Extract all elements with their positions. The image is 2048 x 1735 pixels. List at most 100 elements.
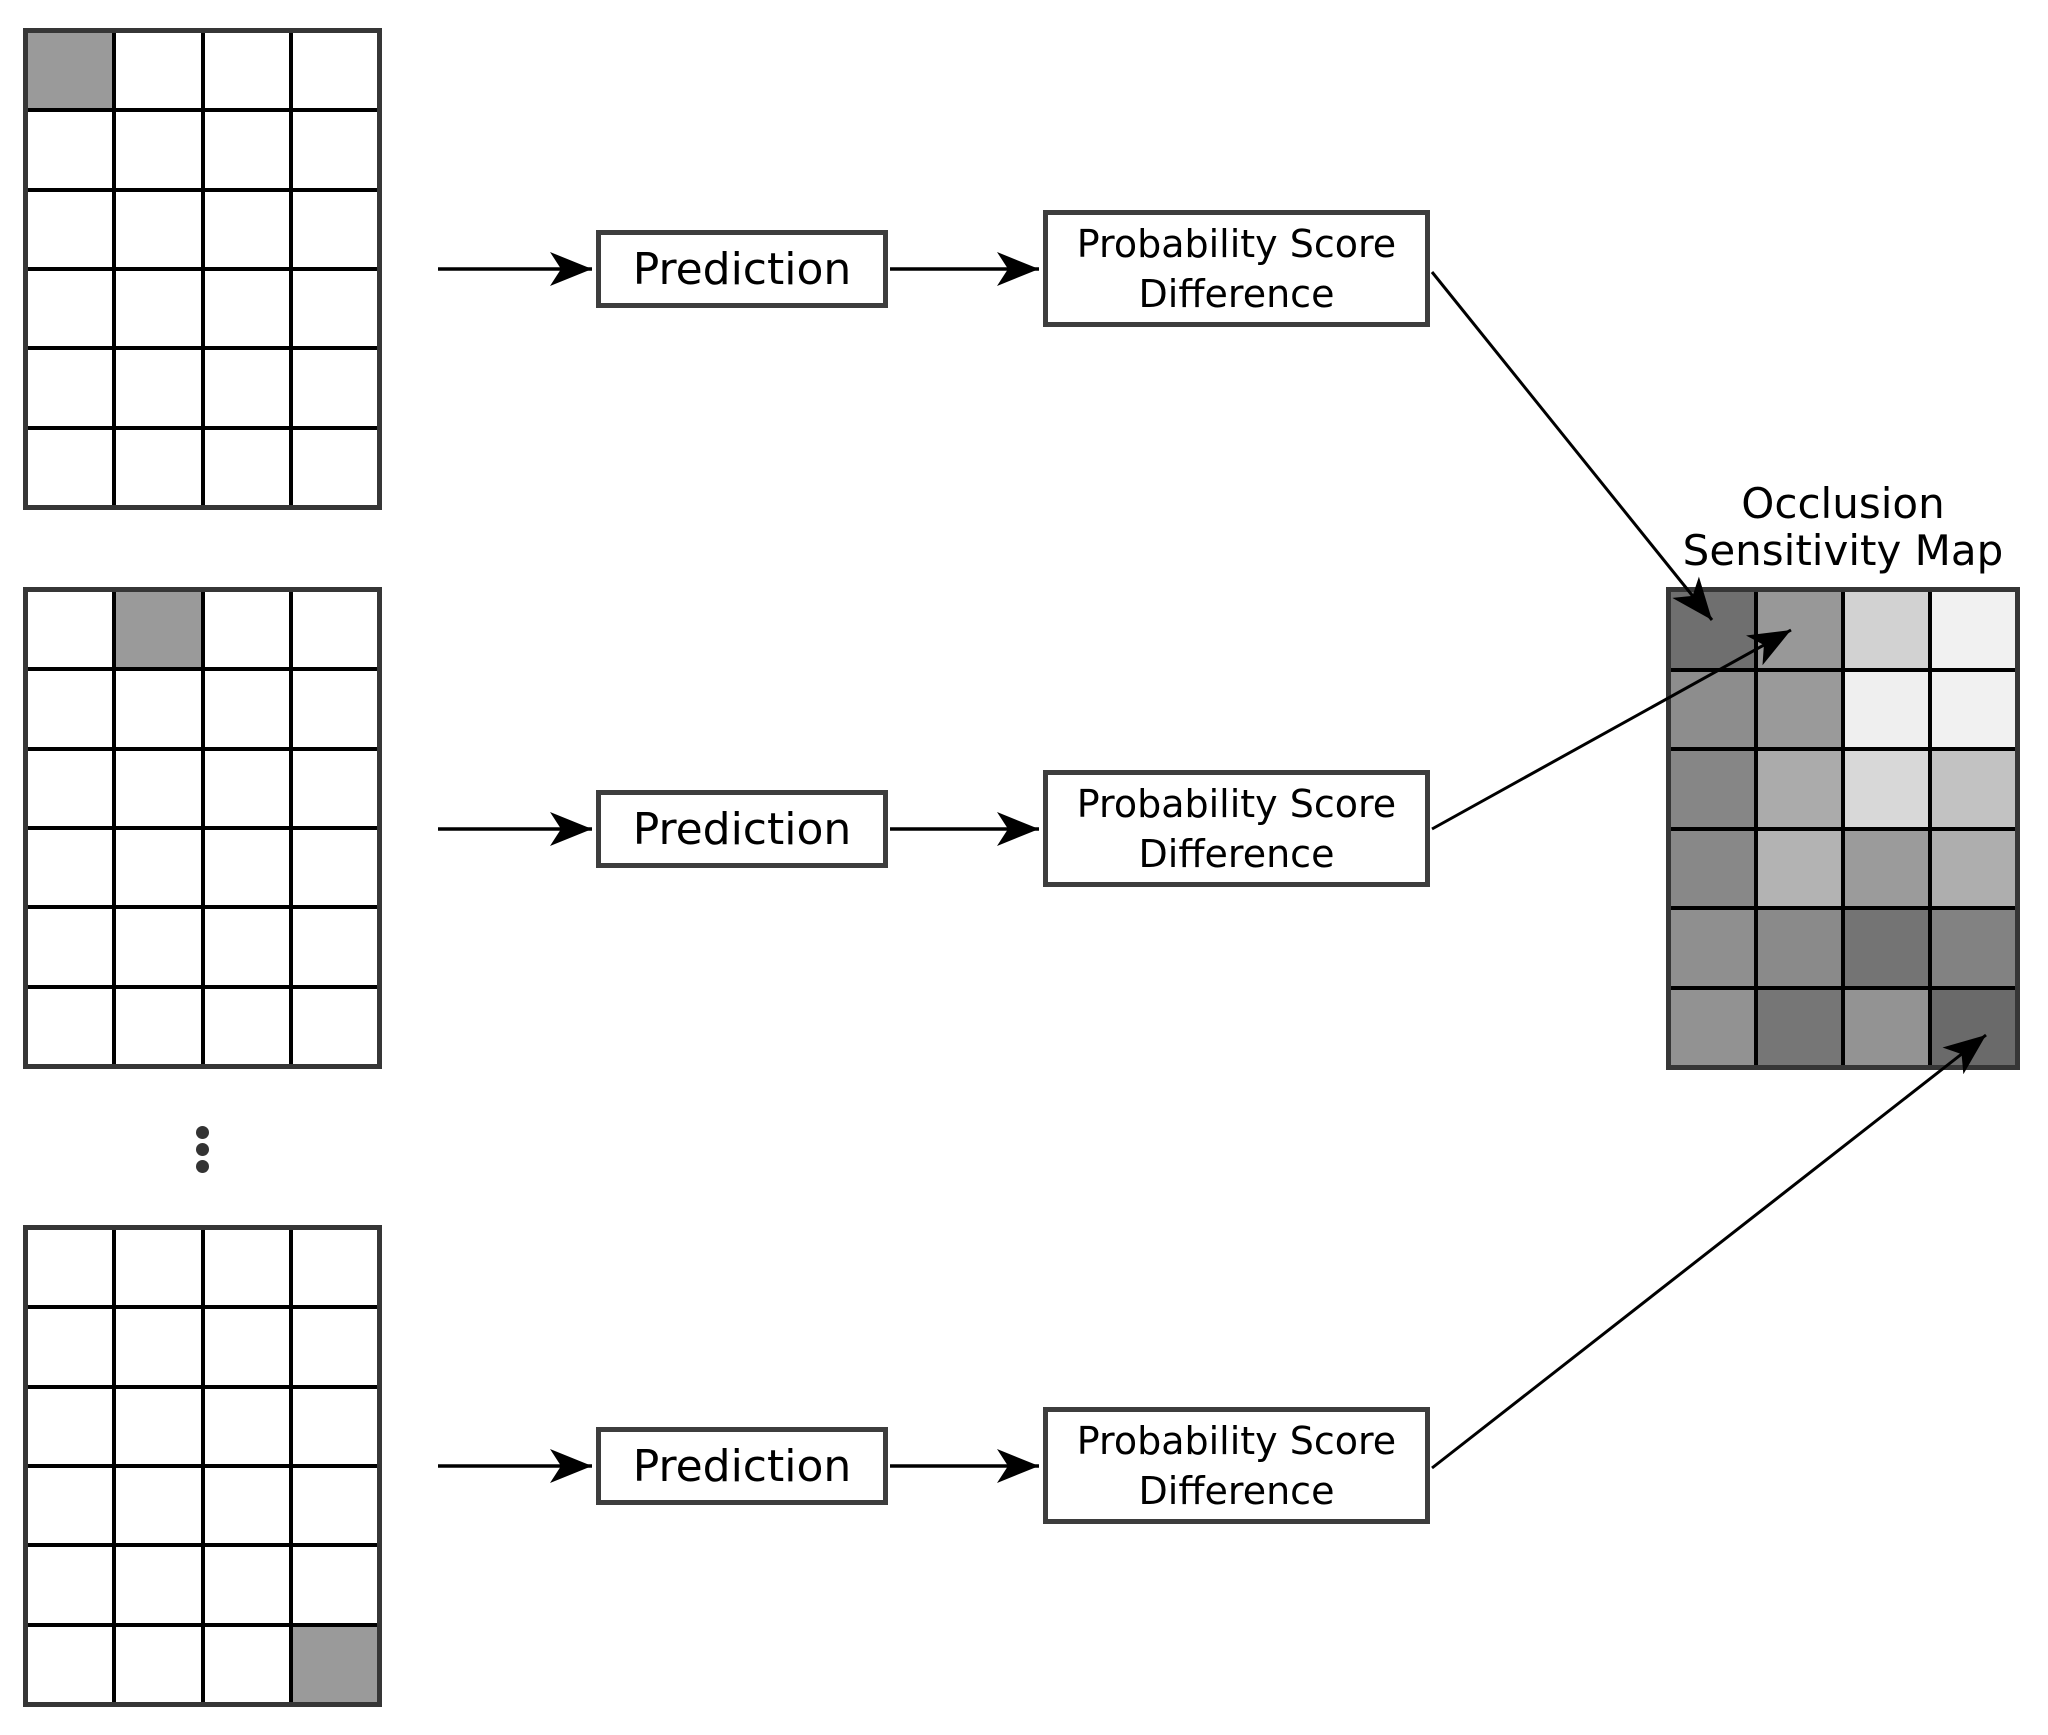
map-cell xyxy=(1671,910,1754,986)
occluded-input-grid-2 xyxy=(23,587,382,1069)
psd-label-line2: Difference xyxy=(1138,831,1335,876)
input-cell xyxy=(116,1547,201,1623)
input-cell xyxy=(116,1626,201,1702)
occluded-input-grid-1 xyxy=(23,28,382,510)
input-cell xyxy=(292,112,377,188)
map-cell xyxy=(1932,751,2015,827)
input-cell xyxy=(28,350,113,426)
input-cell xyxy=(28,988,113,1064)
map-cell xyxy=(1845,910,1928,986)
map-cell xyxy=(1932,989,2015,1065)
input-cell xyxy=(204,191,289,267)
map-cell xyxy=(1758,592,1841,668)
input-cell xyxy=(116,909,201,985)
input-cell xyxy=(204,112,289,188)
input-cell xyxy=(204,1388,289,1464)
map-cell xyxy=(1845,751,1928,827)
map-cell xyxy=(1845,989,1928,1065)
input-cell xyxy=(204,33,289,109)
occlusion-sensitivity-map xyxy=(1666,587,2020,1070)
occluded-patch-cell xyxy=(292,1626,377,1702)
input-cell xyxy=(28,112,113,188)
input-cell xyxy=(204,909,289,985)
prediction-box-1: Prediction xyxy=(596,230,888,308)
input-cell xyxy=(204,1468,289,1544)
input-cell xyxy=(116,112,201,188)
input-cell xyxy=(28,592,113,668)
occlusion-map-title: Occlusion Sensitivity Map xyxy=(1641,480,2045,574)
input-cell xyxy=(292,429,377,505)
input-cell xyxy=(28,1547,113,1623)
map-cell xyxy=(1671,989,1754,1065)
input-cell xyxy=(116,271,201,347)
input-cell xyxy=(28,1626,113,1702)
map-cell xyxy=(1932,830,2015,906)
input-cell xyxy=(204,988,289,1064)
probability-score-difference-box-3: Probability Score Difference xyxy=(1043,1407,1430,1524)
input-cell xyxy=(28,671,113,747)
input-cell xyxy=(292,830,377,906)
map-cell xyxy=(1932,671,2015,747)
input-cell xyxy=(28,271,113,347)
ellipsis-dot xyxy=(196,1143,209,1156)
map-cell xyxy=(1845,671,1928,747)
input-cell xyxy=(204,750,289,826)
input-cell xyxy=(204,592,289,668)
prediction-label: Prediction xyxy=(632,803,852,855)
ellipsis-dot xyxy=(196,1160,209,1173)
arrow-psd3-to-map-cell-r6c4 xyxy=(1431,1033,1987,1470)
input-cell xyxy=(292,909,377,985)
input-cell xyxy=(116,33,201,109)
input-cell xyxy=(204,830,289,906)
input-cell xyxy=(28,1309,113,1385)
input-cell xyxy=(116,830,201,906)
input-cell xyxy=(292,988,377,1064)
input-cell xyxy=(116,988,201,1064)
input-cell xyxy=(28,830,113,906)
input-cell xyxy=(292,592,377,668)
input-cell xyxy=(292,750,377,826)
occluded-patch-cell xyxy=(116,592,201,668)
input-cell xyxy=(116,1309,201,1385)
map-cell xyxy=(1758,910,1841,986)
input-cell xyxy=(116,429,201,505)
input-cell xyxy=(116,350,201,426)
occluded-input-grid-3 xyxy=(23,1225,382,1707)
prediction-box-3: Prediction xyxy=(596,1427,888,1505)
input-cell xyxy=(292,350,377,426)
map-cell xyxy=(1671,592,1754,668)
ellipsis-dot xyxy=(196,1126,209,1139)
map-cell xyxy=(1932,592,2015,668)
map-cell xyxy=(1671,671,1754,747)
input-cell xyxy=(116,1388,201,1464)
input-cell xyxy=(116,1230,201,1306)
input-cell xyxy=(204,1309,289,1385)
input-cell xyxy=(204,1230,289,1306)
input-cell xyxy=(28,909,113,985)
map-cell xyxy=(1758,751,1841,827)
map-cell xyxy=(1845,830,1928,906)
input-cell xyxy=(204,429,289,505)
psd-label-line2: Difference xyxy=(1138,1468,1335,1513)
input-cell xyxy=(116,750,201,826)
input-cell xyxy=(204,271,289,347)
input-cell xyxy=(204,1626,289,1702)
input-cell xyxy=(116,1468,201,1544)
input-cell xyxy=(292,271,377,347)
input-cell xyxy=(28,429,113,505)
input-cell xyxy=(116,671,201,747)
vertical-ellipsis xyxy=(196,1126,209,1173)
input-cell xyxy=(292,1309,377,1385)
prediction-label: Prediction xyxy=(632,1440,852,1492)
prediction-box-2: Prediction xyxy=(596,790,888,868)
map-cell xyxy=(1932,910,2015,986)
input-cell xyxy=(292,191,377,267)
input-cell xyxy=(292,1468,377,1544)
occlusion-map-title-line1: Occlusion xyxy=(1741,479,1945,528)
map-cell xyxy=(1758,830,1841,906)
psd-label-line1: Probability Score xyxy=(1076,1418,1397,1463)
input-cell xyxy=(28,1230,113,1306)
input-cell xyxy=(204,350,289,426)
input-cell xyxy=(292,1547,377,1623)
probability-score-difference-box-1: Probability Score Difference xyxy=(1043,210,1430,327)
